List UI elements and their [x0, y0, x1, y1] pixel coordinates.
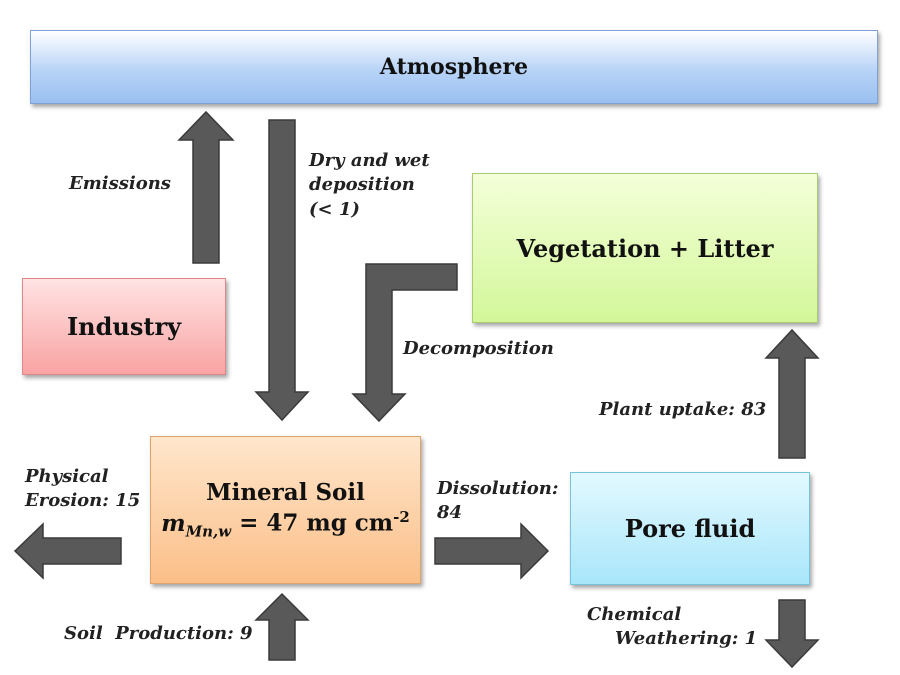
physical-erosion-label: Physical Erosion: 15: [25, 465, 140, 514]
emissions-label: Emissions: [69, 173, 171, 194]
chemical-weathering-label: Chemical Weathering: 1: [587, 603, 757, 652]
vegetation-box: Vegetation + Litter: [472, 173, 818, 323]
dissolution-label: Dissolution: 84: [437, 477, 559, 526]
deposition-line-1: Dry and wet: [309, 150, 430, 171]
dissolution-arrow: [434, 522, 550, 580]
physical-erosion-line-1: Physical: [25, 466, 109, 487]
industry-label: Industry: [66, 312, 182, 341]
mineral-soil-label: Mineral Soil: [206, 479, 365, 507]
soil-mass-exponent: -2: [393, 507, 410, 526]
dissolution-line-1: Dissolution:: [437, 478, 559, 499]
industry-box: Industry: [22, 278, 226, 375]
soil-mass-symbol: m: [161, 509, 186, 537]
physical-erosion-line-2: Erosion: 15: [25, 490, 141, 512]
pore-fluid-label: Pore fluid: [624, 514, 756, 543]
decomposition-label: Decomposition: [403, 338, 554, 359]
emissions-arrow: [177, 110, 235, 264]
deposition-line-3: (< 1): [309, 198, 360, 220]
atmosphere-box: Atmosphere: [30, 30, 878, 104]
chemical-weathering-line-1: Chemical: [587, 604, 682, 625]
chemical-weathering-line-2: Weathering: 1: [615, 628, 758, 650]
soil-mass-equation: mMn,w = 47 mg cm-2: [161, 508, 409, 541]
atmosphere-label: Atmosphere: [379, 54, 529, 80]
deposition-line-2: deposition: [309, 174, 415, 196]
soil-production-arrow: [254, 592, 310, 661]
physical-erosion-arrow: [13, 522, 122, 580]
pore-fluid-box: Pore fluid: [570, 472, 810, 585]
plant-uptake-arrow: [764, 328, 820, 459]
dissolution-line-2: 84: [437, 502, 463, 524]
soil-mass-subscript: Mn,w: [185, 522, 232, 541]
deposition-label: Dry and wet deposition (< 1): [309, 149, 430, 222]
soil-mass-value: = 47 mg cm: [231, 509, 394, 537]
deposition-arrow: [254, 119, 310, 422]
plant-uptake-label: Plant uptake: 83: [599, 399, 767, 420]
decomposition-arrow: [351, 263, 458, 423]
vegetation-label: Vegetation + Litter: [516, 233, 774, 263]
soil-production-label: Soil Production: 9: [64, 623, 253, 644]
chemical-weathering-arrow: [764, 599, 820, 669]
mineral-soil-box: Mineral Soil mMn,w = 47 mg cm-2: [150, 436, 421, 584]
